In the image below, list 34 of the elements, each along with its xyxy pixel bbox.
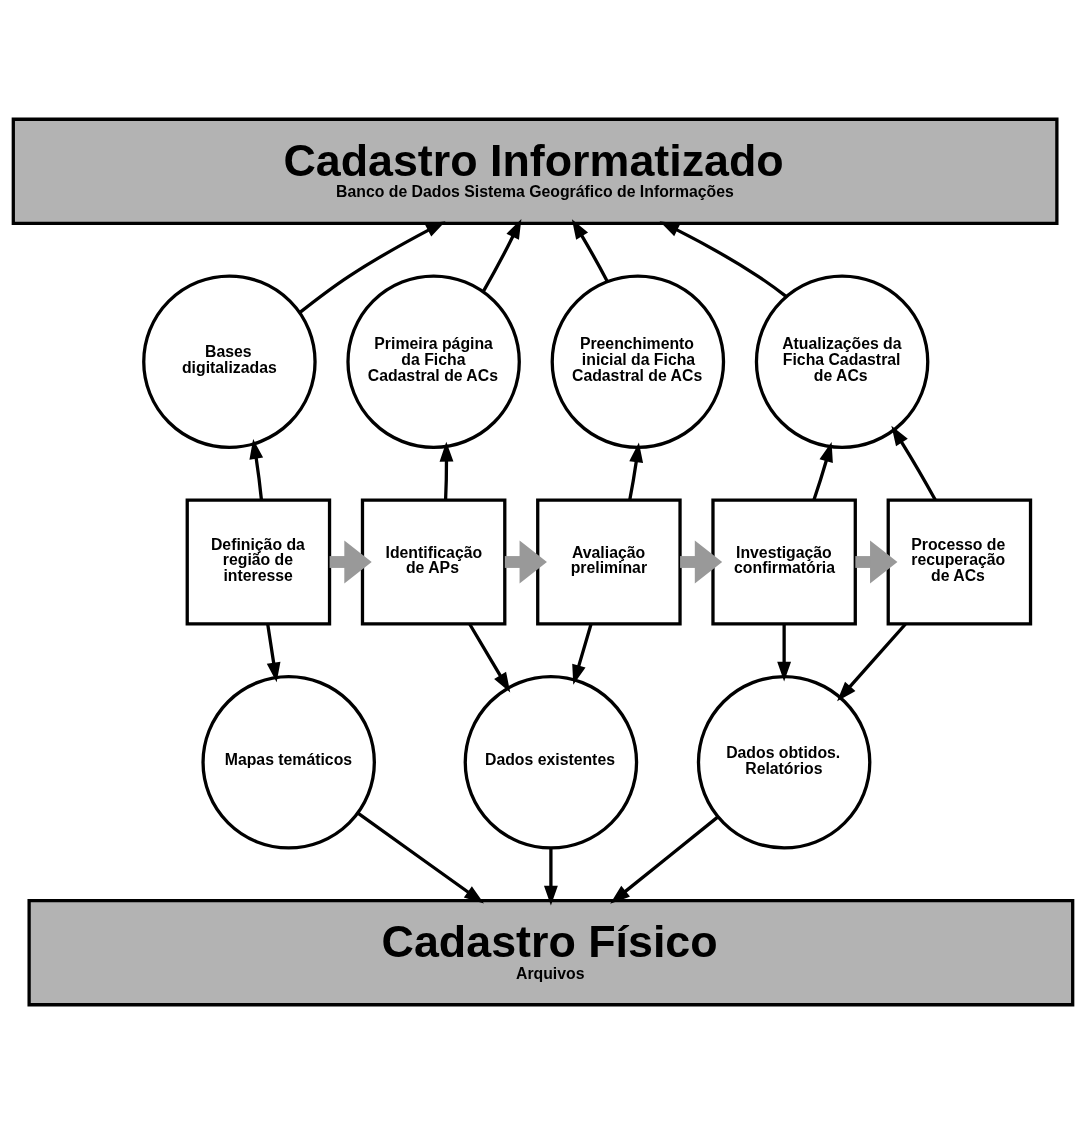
arrow — [628, 442, 644, 501]
arrow — [439, 441, 454, 500]
arrow — [357, 811, 484, 904]
node-box: Identificação de APs — [360, 498, 507, 626]
arrow — [571, 219, 609, 283]
node-circle: Preenchimento inicial da Ficha Cadastral de ACs — [550, 274, 726, 449]
node-circle: Dados existentes — [463, 675, 639, 850]
arrow — [249, 439, 264, 500]
node-box: Investigação confirmatória — [711, 498, 857, 626]
node-box: Cadastro Informatizado Banco de Dados Sistema Geográfico de Informações — [11, 117, 1059, 225]
arrow — [298, 221, 446, 314]
arrow — [777, 624, 792, 682]
arrow — [659, 221, 788, 298]
arrow — [329, 540, 372, 584]
node-box: Cadastro Físico Arquivos — [27, 899, 1075, 1007]
arrow — [543, 848, 558, 906]
node-circle: Primeira página da Ficha Cadastral de ACs — [346, 274, 521, 449]
node-box: Avaliação preliminar — [536, 498, 682, 626]
arrow — [855, 540, 898, 584]
node-box: Definição da região de interesse — [185, 498, 332, 626]
arrow — [504, 540, 547, 584]
node-circle: Bases digitalizadas — [142, 274, 317, 449]
arrow — [680, 540, 723, 584]
arrow — [610, 815, 719, 904]
arrow — [572, 623, 593, 685]
arrow — [891, 425, 937, 501]
arrow — [812, 442, 833, 501]
arrow — [468, 623, 511, 693]
arrow — [266, 624, 281, 683]
node-box: Processo de recuperação de ACs — [886, 498, 1033, 626]
node-circle: Dados obtidos. Relatórios — [696, 675, 872, 850]
arrow — [837, 623, 907, 702]
arrow — [481, 218, 522, 293]
node-circle: Mapas temáticos — [201, 675, 376, 850]
